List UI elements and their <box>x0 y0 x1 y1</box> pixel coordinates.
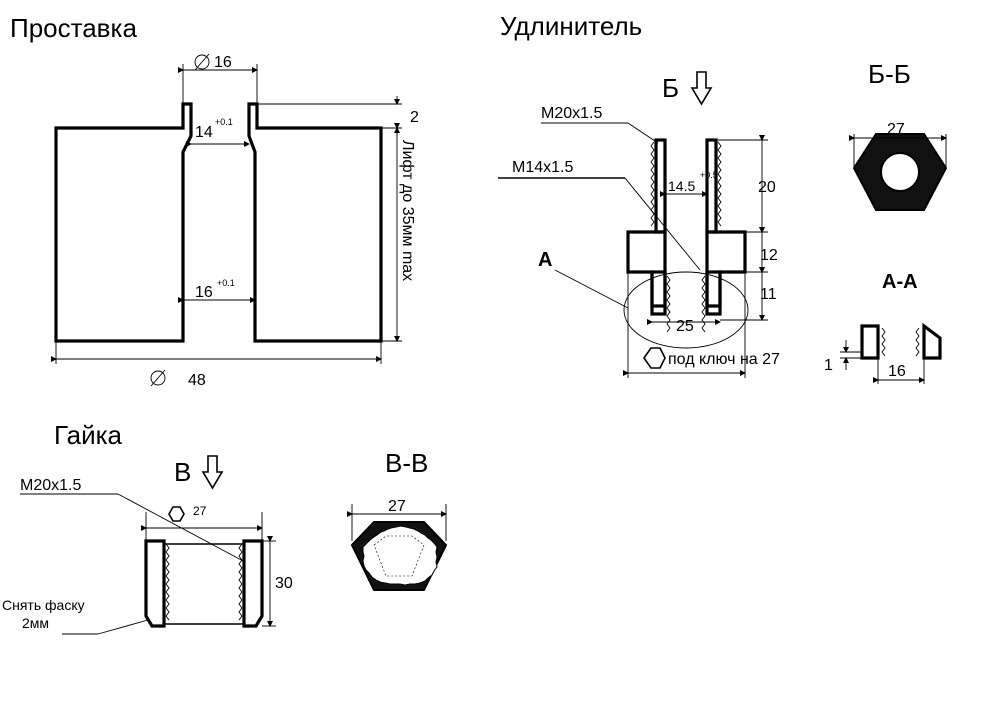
section-bb: Б-Б 27 <box>849 59 948 211</box>
view-b-label: Б <box>662 73 679 103</box>
detail-a-ellipse <box>623 271 749 349</box>
nut-wall-right <box>242 539 264 628</box>
diameter-icon <box>150 369 166 387</box>
detail-a-label: А <box>538 249 552 271</box>
view-arrow-icon <box>690 71 713 106</box>
udlinitel-section: Удлинитель Б М20х1.5 М14х1.5 14.5 +0.5 <box>498 11 780 378</box>
udlinitel-title: Удлинитель <box>500 11 642 41</box>
dim-20-label: 20 <box>758 179 776 196</box>
thread-marks <box>666 275 671 333</box>
thread-marks <box>915 327 920 357</box>
section-vv: В-В 27 <box>347 448 448 591</box>
key-size-label: под ключ на 27 <box>668 351 780 368</box>
hex-key-icon <box>168 506 185 522</box>
dim-11-label: 11 <box>760 286 777 303</box>
section-vv-title: В-В <box>385 448 428 478</box>
dim-16-label: 16 <box>214 54 232 71</box>
thread-marks <box>881 327 886 357</box>
extender-bottom-wall-right <box>705 270 722 316</box>
thread-marks <box>717 141 722 227</box>
dim-12-label: 12 <box>760 247 778 264</box>
view-v-label: В <box>174 457 191 487</box>
nut-wall-left <box>144 539 166 628</box>
gaika-thread-m20-label: М20х1.5 <box>20 477 81 494</box>
section-aa-title: А-А <box>882 271 918 293</box>
hex-nut-hole <box>880 152 920 192</box>
extender-collar-left <box>626 230 667 308</box>
vv-dim-27-label: 27 <box>388 498 406 515</box>
aa-dim-1-label: 1 <box>824 357 833 374</box>
chamfer-note-line2: 2мм <box>22 615 49 631</box>
prostavka-left-block <box>54 102 193 343</box>
extender-wall-right <box>705 138 718 234</box>
thread-m14-label: М14х1.5 <box>512 159 573 176</box>
gaika-dim-27-label: 27 <box>193 504 207 518</box>
gaika-title: Гайка <box>54 420 123 450</box>
aa-right-profile <box>922 322 942 360</box>
thread-marks <box>701 275 706 333</box>
extender-collar-right <box>705 230 747 308</box>
view-arrow-icon <box>201 455 224 490</box>
prostavka-title: Проставка <box>10 13 137 43</box>
bb-dim-27-label: 27 <box>887 121 905 138</box>
prostavka-section: Проставка 16 14 +0.1 16 +0.1 2 Лифт до 3… <box>10 13 419 389</box>
dim-14-label: 14 <box>195 124 213 141</box>
dim-16b-label: 16 <box>195 284 213 301</box>
thread-marks <box>238 543 243 621</box>
extender-bottom-wall-left <box>650 270 667 316</box>
chamfer-note-line1: Снять фаску <box>2 597 85 613</box>
aa-dim-16-label: 16 <box>888 363 906 380</box>
thread-marks <box>165 543 170 621</box>
dim-2-label: 2 <box>410 109 419 126</box>
section-bb-title: Б-Б <box>868 59 911 89</box>
dim-14-5-tolerance: +0.5 <box>700 170 718 180</box>
dim-14-5-label: 14.5 <box>668 178 695 194</box>
dim-14-tolerance: +0.1 <box>215 117 233 127</box>
gaika-section: Гайка В М20х1.5 27 30 Снять фаску 2мм <box>2 420 293 635</box>
thread-m20-label: М20х1.5 <box>541 105 602 122</box>
prostavka-right-block <box>247 102 383 343</box>
aa-left-profile <box>860 324 880 360</box>
dim-48-label: 48 <box>188 372 206 389</box>
gaika-dim-30-label: 30 <box>275 575 293 592</box>
dim-25-label: 25 <box>676 318 694 335</box>
lift-label: Лифт до 35мм max <box>399 140 416 281</box>
dim-16b-tolerance: +0.1 <box>217 278 235 288</box>
section-aa: А-А 1 16 <box>824 271 942 384</box>
diameter-icon <box>194 53 210 71</box>
thread-marks <box>373 535 425 577</box>
hex-key-icon <box>643 347 666 369</box>
